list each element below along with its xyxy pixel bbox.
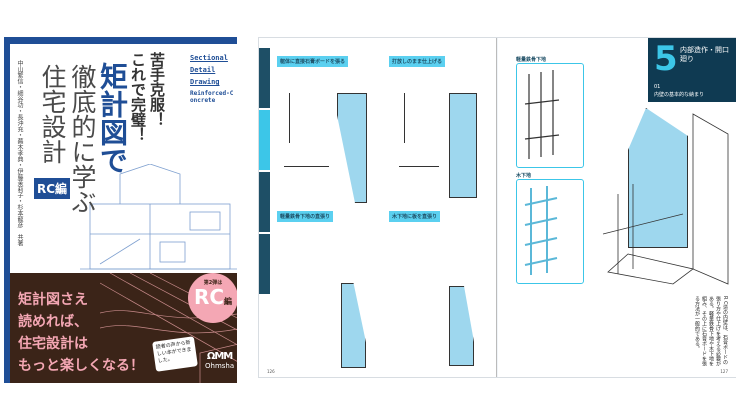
wall-structure-drawing — [602, 113, 729, 285]
wall-panel-drawing — [449, 286, 474, 366]
english-title-1: Sectional — [190, 54, 228, 62]
english-title: Sectional Detail Drawing Reinforced-Conc… — [190, 52, 236, 104]
chapter-number: 5 — [654, 39, 678, 79]
cover-band: 矩計図さえ 読めれば、 住宅設計は もっと楽しくなる！ 第2弾は RC編 読者の… — [10, 273, 237, 383]
wood-frame-drawing — [524, 186, 558, 275]
side-tab — [259, 172, 270, 232]
catch-copy: 矩計図さえ 読めれば、 住宅設計は もっと楽しくなる！ — [18, 289, 144, 377]
subtitle-1: 苦手克服！ — [148, 52, 166, 127]
box-title: 軽量鉄骨下地 — [516, 57, 547, 63]
section-line — [404, 93, 405, 143]
side-tab — [259, 234, 270, 294]
edition-badge: RC編 — [34, 178, 71, 199]
catch-line: 矩計図さえ — [18, 292, 88, 308]
badge-suffix: 編 — [224, 297, 233, 306]
authors: 中山繁信・細谷功・長沖充・蕪木孝典・伊藤茉莉子・杉本龍彦 共著 — [16, 60, 23, 246]
book-spread: 躯体に直接石膏ボードを張る 打放しのまま仕上げる 軽量鉄骨下地の直張り 木下地に… — [258, 37, 736, 378]
catch-line: 読めれば、 — [18, 314, 88, 330]
book-cover: 中山繁信・細谷功・長沖充・蕪木孝典・伊藤茉莉子・杉本龍彦 共著 住宅設計 徹底的… — [4, 37, 237, 383]
page-number: 127 — [720, 369, 728, 374]
chapter-title: 内部造作・開口廻り — [680, 46, 729, 63]
section-title: 内壁の基本的な納まり — [654, 92, 705, 98]
english-subtitle: Reinforced-Concrete — [190, 90, 234, 104]
right-page: 5 内部造作・開口廻り 01 内壁の基本的な納まり 軽量鉄骨下地 木下地 R C… — [498, 38, 736, 377]
speech-bubble: 読者の声から新しい本ができました。 — [152, 336, 198, 372]
english-title-3: Drawing — [190, 78, 220, 86]
side-tab — [259, 48, 270, 108]
body-text: R C造の内壁は、石膏ボードの張り方や仕上げを考える必要がある。軽量鉄骨下地や木… — [694, 296, 728, 366]
catch-line: もっと楽しくなる！ — [18, 358, 144, 374]
box-title: 木下地 — [516, 173, 532, 179]
side-tabs — [259, 48, 270, 318]
section-heading: 木下地に板を直張り — [389, 211, 441, 222]
section-heading: 軽量鉄骨下地の直張り — [277, 211, 334, 222]
badge-small: 第2弾は — [203, 280, 223, 286]
rc-badge: 第2弾は RC編 — [188, 273, 237, 323]
catch-line: 住宅設計は — [18, 336, 88, 352]
left-page: 躯体に直接石膏ボードを張る 打放しのまま仕上げる 軽量鉄骨下地の直張り 木下地に… — [259, 38, 497, 377]
wall-panel-drawing — [341, 283, 366, 368]
roof-lines-illustration — [100, 273, 237, 383]
wall-panel-drawing — [449, 93, 477, 198]
publisher-name: Ohmsha — [205, 362, 235, 370]
subtitle-2: これで完璧！ — [129, 52, 147, 142]
section-heading: 躯体に直接石膏ボードを張る — [277, 56, 349, 67]
section-line — [284, 166, 329, 167]
steel-frame-box — [516, 63, 584, 168]
badge-big: RC — [193, 285, 225, 309]
wall-panel-drawing — [337, 93, 367, 203]
side-tab-active — [259, 110, 270, 170]
house-section-illustration — [80, 164, 237, 270]
section-number: 01 — [654, 84, 661, 90]
chapter-header: 5 内部造作・開口廻り 01 内壁の基本的な納まり — [648, 38, 736, 102]
section-line — [289, 93, 290, 143]
wood-frame-box — [516, 179, 584, 284]
section-line — [399, 166, 439, 167]
wall-isometric-drawing — [628, 108, 688, 248]
english-title-2: Detail — [190, 66, 216, 74]
section-heading: 打放しのまま仕上げる — [389, 56, 446, 67]
page-number: 126 — [267, 369, 275, 374]
title-line1: 住宅設計 — [38, 64, 67, 164]
title-line2: 徹底的に学ぶ — [68, 64, 97, 214]
title-accent: 矩計図で — [96, 62, 129, 174]
steel-frame-drawing — [524, 70, 560, 159]
